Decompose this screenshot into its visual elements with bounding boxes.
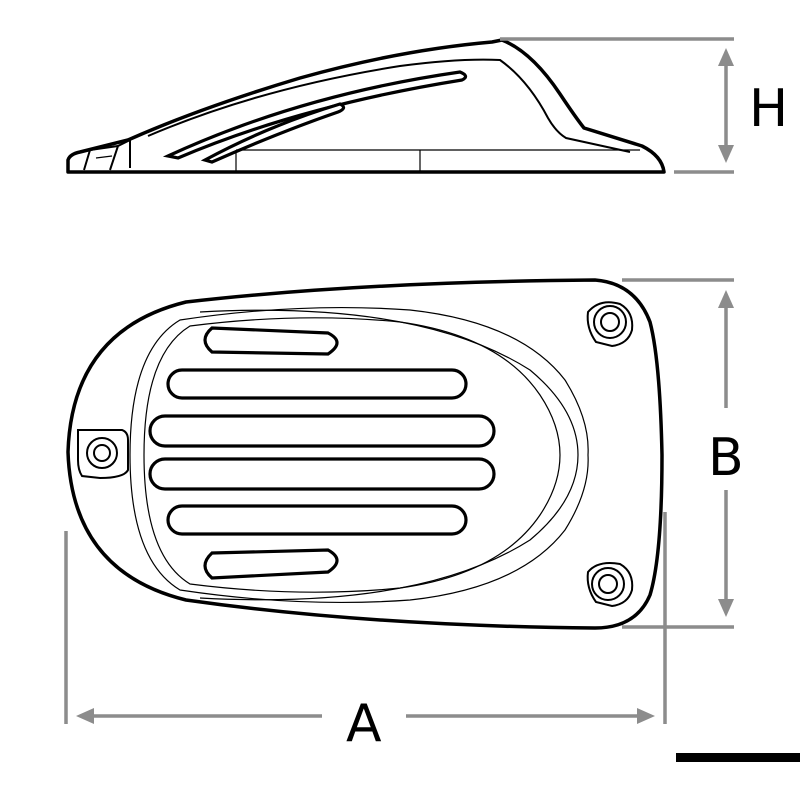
- side-view-hood-rim: [147, 58, 631, 153]
- width-label: B: [708, 428, 744, 488]
- grille-slot: [203, 326, 339, 356]
- length-dimension: A: [64, 512, 667, 754]
- screw-boss: [77, 429, 129, 480]
- side-view-mount-foot: [95, 155, 113, 159]
- width-arrow-bottom: [718, 599, 734, 617]
- side-view-mount-foot: [83, 138, 131, 171]
- top-view-body: [66, 278, 664, 630]
- grille-slot: [203, 548, 339, 580]
- grille-slots: [148, 326, 496, 580]
- length-arrow-left: [76, 708, 94, 724]
- grille-slot: [148, 414, 496, 448]
- height-dimension: H: [500, 37, 788, 174]
- height-arrow-bottom: [718, 145, 734, 163]
- top-view: [66, 278, 664, 630]
- screw-hole-icon: [591, 567, 625, 601]
- screw-hole-icon: [593, 305, 627, 339]
- screw-boss: [586, 301, 634, 348]
- screw-hole-icon: [86, 437, 118, 469]
- grille-slot: [148, 457, 496, 491]
- scale-bar: [676, 753, 800, 762]
- side-view-body: [66, 38, 666, 174]
- length-label: A: [346, 694, 382, 754]
- screw-hole-center: [598, 574, 618, 594]
- height-arrow-top: [718, 48, 734, 66]
- side-view: [66, 38, 666, 174]
- length-arrow-right: [637, 708, 655, 724]
- grille-slot: [166, 504, 468, 536]
- screw-hole-center: [93, 444, 111, 462]
- grille-slot: [166, 368, 468, 400]
- side-view-vent-slot: [162, 70, 468, 160]
- width-arrow-top: [718, 290, 734, 308]
- screw-hole-center: [600, 312, 620, 332]
- top-view-grille-rim-inner: [143, 317, 561, 593]
- screw-hole-top-right: [586, 301, 634, 348]
- screw-boss: [586, 562, 634, 608]
- top-view-grille-rim: [129, 306, 589, 604]
- top-view-hood-line: [199, 309, 579, 601]
- width-dimension: B: [622, 278, 744, 629]
- screw-hole-front: [77, 429, 129, 480]
- side-view-vent-slot: [200, 102, 346, 164]
- height-label: H: [749, 79, 788, 139]
- screw-hole-bottom-right: [586, 562, 634, 608]
